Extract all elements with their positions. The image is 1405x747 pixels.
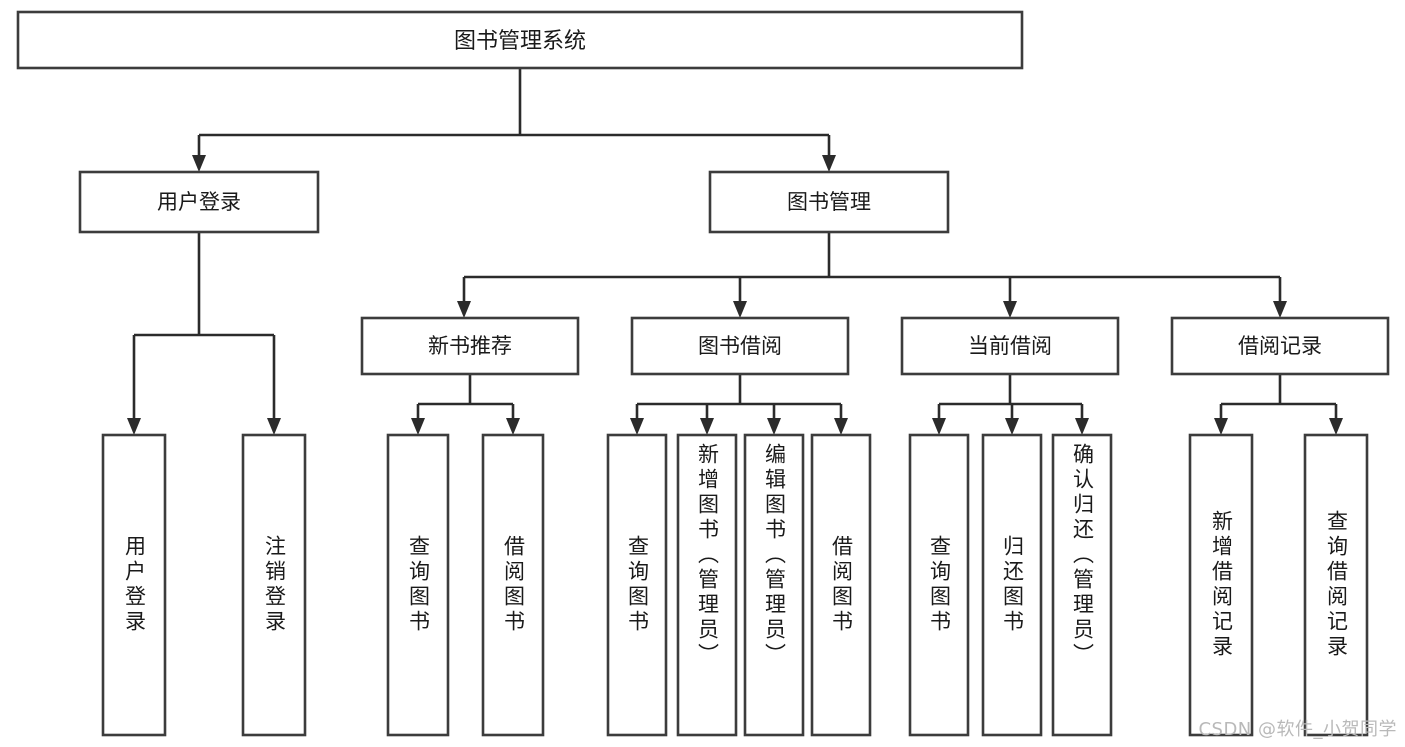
connector-group-current-borrow-to-leaves [932, 374, 1089, 435]
arrow-head-leaf-query-book-2 [630, 418, 644, 435]
arrow-head-leaf-user-login [127, 418, 141, 435]
arrow-head-leaf-query-book-3 [932, 418, 946, 435]
node-user-login-label: 用户登录 [157, 190, 241, 214]
connector-group-root-to-level2 [192, 68, 836, 172]
arrow-head-leaf-logout [267, 418, 281, 435]
leaf-box-add-record[interactable] [1188, 433, 1254, 737]
arrow-head-leaf-add-book [700, 418, 714, 435]
node-root[interactable]: 图书管理系统 [16, 10, 1024, 70]
arrow-head-leaf-borrow-book-1 [506, 418, 520, 435]
arrow-head-leaf-edit-book [767, 418, 781, 435]
arrow-head-leaf-add-record [1214, 418, 1228, 435]
arrow-head-leaf-borrow-book-2 [834, 418, 848, 435]
leaf-box-query-record[interactable] [1303, 433, 1369, 737]
node-book-manage[interactable]: 图书管理 [708, 170, 950, 234]
node-book-manage-label: 图书管理 [787, 190, 871, 214]
node-borrow-record[interactable]: 借阅记录 [1170, 316, 1390, 376]
node-new-book-recommend[interactable]: 新书推荐 [360, 316, 580, 376]
leaf-box-return-book[interactable] [981, 433, 1043, 737]
connector-group-user-login-to-leaves [127, 232, 281, 435]
node-root-box[interactable] [16, 10, 1024, 70]
arrow-head-leaf-confirm-return [1075, 418, 1089, 435]
arrow-head-current-borrow [1003, 301, 1017, 318]
node-new-book-recommend-label: 新书推荐 [428, 334, 512, 358]
arrow-head-leaf-query-book-1 [411, 418, 425, 435]
node-book-borrow[interactable]: 图书借阅 [630, 316, 850, 376]
leaf-box-edit-book[interactable] [743, 433, 805, 737]
node-book-borrow-label: 图书借阅 [698, 334, 782, 358]
node-user-login[interactable]: 用户登录 [78, 170, 320, 234]
node-user-login-box[interactable] [78, 170, 320, 234]
leaf-box-query-book-1[interactable] [386, 433, 450, 737]
connector-group-borrow-record-to-leaves [1214, 374, 1343, 435]
leaf-box-logout[interactable] [241, 433, 307, 737]
node-book-borrow-box[interactable] [630, 316, 850, 376]
arrow-head-user-login [192, 155, 206, 172]
leaf-box-add-book[interactable] [676, 433, 738, 737]
node-borrow-record-box[interactable] [1170, 316, 1390, 376]
leaf-box-query-book-3[interactable] [908, 433, 970, 737]
connector-group-book-borrow-to-leaves [630, 374, 848, 435]
node-current-borrow-label: 当前借阅 [968, 334, 1052, 358]
leaf-box-confirm-return[interactable] [1051, 433, 1113, 737]
node-book-manage-box[interactable] [708, 170, 950, 234]
arrow-head-leaf-return-book [1005, 418, 1019, 435]
leaf-box-query-book-2[interactable] [606, 433, 668, 737]
node-current-borrow-box[interactable] [900, 316, 1120, 376]
node-new-book-recommend-box[interactable] [360, 316, 580, 376]
arrow-head-book-borrow [733, 301, 747, 318]
node-borrow-record-label: 借阅记录 [1238, 334, 1322, 358]
arrow-head-leaf-query-record [1329, 418, 1343, 435]
arrow-head-borrow-record [1273, 301, 1287, 318]
arrow-head-book-manage [822, 155, 836, 172]
connector-group-book-manage-to-level3 [457, 232, 1287, 318]
connector-group-new-book-to-leaves [411, 374, 520, 435]
leaf-box-borrow-book-2[interactable] [810, 433, 872, 737]
node-current-borrow[interactable]: 当前借阅 [900, 316, 1120, 376]
node-root-label: 图书管理系统 [454, 29, 586, 54]
leaf-box-borrow-book-1[interactable] [481, 433, 545, 737]
leaf-box-user-login[interactable] [101, 433, 167, 737]
arrow-head-new-book-recommend [457, 301, 471, 318]
